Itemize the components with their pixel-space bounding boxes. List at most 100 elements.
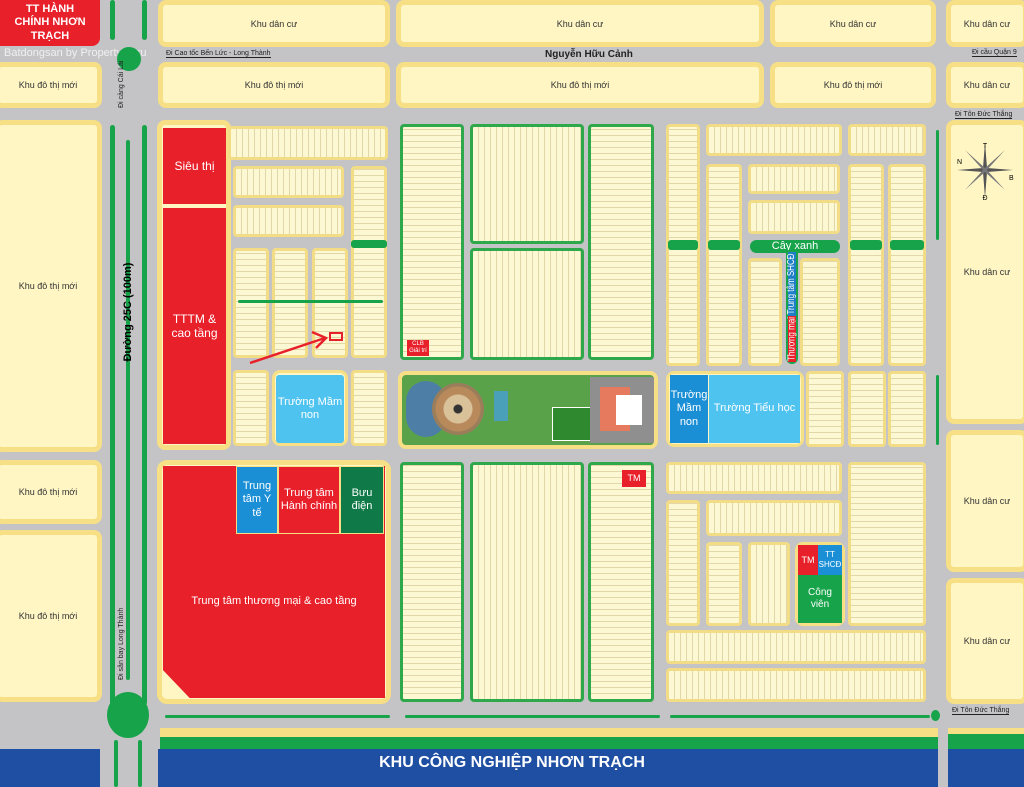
trung-tam-hanh-chinh: Trung tâm Hành chính — [278, 466, 340, 534]
area-khu-do-thi-moi: Khu đô thị mới — [0, 62, 102, 108]
sidewalk — [160, 728, 940, 738]
green-buffer — [160, 737, 940, 749]
residential-block — [666, 668, 926, 702]
road-label-nguyen-huu-canh: Nguyễn Hữu Cảnh — [545, 49, 633, 60]
residential-block — [400, 462, 464, 702]
industrial-zone-label: KHU CÔNG NGHIỆP NHƠN TRẠCH — [379, 754, 645, 771]
green-strip — [936, 375, 939, 445]
thuong-mai-strip: Thương mại — [786, 316, 797, 362]
truong-tieu-hoc: Trường Tiểu học — [709, 375, 800, 443]
residential-block — [888, 164, 926, 366]
residential-block — [848, 371, 886, 447]
residential-block — [848, 462, 926, 626]
road-25c-south — [100, 740, 158, 787]
median-strip — [114, 740, 118, 787]
residential-block — [233, 248, 269, 358]
residential-block — [400, 124, 464, 360]
green-strip — [850, 240, 882, 250]
green-strip — [936, 130, 939, 240]
residential-block — [351, 370, 387, 446]
road-label-cau-quan-9: Đi cầu Quận 9 — [972, 49, 1017, 57]
green-strip — [238, 300, 383, 303]
truong-mam-non-right: Trường Mầm non — [670, 375, 708, 443]
roundabout-small — [931, 710, 940, 721]
green-strip — [670, 715, 930, 718]
tm-center: TM — [622, 470, 646, 487]
area-khu-do-thi-moi: Khu đô thị mới — [0, 120, 102, 452]
area-khu-dan-cu: Khu dân cư — [946, 578, 1024, 704]
tttm-cao-tang: TTTM & cao tầng — [163, 208, 226, 444]
residential-block — [748, 200, 840, 234]
trung-tam-shcd: Trung tâm SHCĐ — [786, 253, 798, 315]
area-khu-dan-cu: Khu dân cư — [770, 0, 936, 47]
compass-east: B — [1009, 175, 1014, 182]
central-park — [398, 371, 658, 449]
residential-block — [233, 370, 269, 446]
area-khu-do-thi-moi: Khu đô thị mới — [0, 530, 102, 702]
tm-right: TM — [798, 545, 818, 575]
residential-block — [666, 500, 700, 626]
residential-block — [748, 258, 782, 366]
cay-xanh: Cây xanh — [750, 240, 840, 253]
green-strip — [405, 715, 660, 718]
tt-shcd: TT SHCĐ — [818, 545, 842, 575]
watermark: Batdongsan by PropertyGuru — [4, 47, 147, 59]
industrial-zone: KHU CÔNG NGHIỆP NHƠN TRẠCH — [0, 749, 1024, 787]
area-khu-do-thi-moi: Khu đô thị mới — [0, 460, 102, 524]
area-khu-dan-cu: Khu dân cư — [946, 62, 1024, 108]
residential-block — [888, 371, 926, 447]
residential-block — [233, 205, 344, 237]
area-khu-dan-cu: Khu dân cư — [158, 0, 390, 47]
trung-tam-y-te: Trung tâm Y tế — [236, 466, 278, 534]
residential-block — [228, 126, 388, 160]
median-strip — [142, 0, 147, 40]
residential-block — [748, 542, 790, 626]
truong-mam-non-left: Trường Mầm non — [276, 375, 344, 443]
area-khu-dan-cu: Khu dân cư — [946, 0, 1024, 47]
area-khu-do-thi-moi: Khu đô thị mới — [770, 62, 936, 108]
residential-block — [748, 164, 840, 194]
median-strip — [110, 125, 115, 705]
road-label-cao-toc: Đi Cao tốc Bến Lức - Long Thành — [166, 50, 271, 58]
trung-tam-shcd-strip: Trung tâm SHCĐ — [786, 252, 798, 316]
sports-field — [552, 407, 592, 441]
median-strip — [138, 740, 142, 787]
roundabout-bottom — [107, 692, 149, 738]
area-khu-do-thi-moi: Khu đô thị mới — [158, 62, 390, 108]
median-strip — [126, 140, 130, 680]
road-label-ton-duc-thang: Đi Tôn Đức Thắng — [955, 111, 1013, 119]
compass-icon: T N B Đ — [957, 142, 1014, 200]
roundabout-top — [117, 47, 141, 71]
road-east-south — [938, 728, 948, 787]
area-khu-dan-cu: Khu dân cư — [946, 430, 1024, 572]
sieu-thi: Siêu thị — [163, 128, 226, 204]
fountain-plaza — [432, 383, 484, 435]
admin-center-label: TT HÀNH CHÍNH NHƠN TRẠCH — [0, 0, 100, 46]
green-strip — [351, 240, 387, 248]
green-strip — [708, 240, 740, 250]
residential-block — [666, 630, 926, 664]
residential-block — [470, 124, 584, 244]
area-khu-do-thi-moi: Khu đô thị mới — [396, 62, 764, 108]
road-label-ton-duc-thang-bottom: Đi Tôn Đức Thắng — [952, 707, 1010, 715]
residential-block — [706, 124, 842, 156]
residential-block — [848, 124, 926, 156]
median-strip — [142, 125, 147, 705]
residential-block — [470, 248, 584, 360]
compass-west: N — [957, 159, 962, 166]
residential-block — [470, 462, 584, 702]
residential-block — [666, 462, 842, 494]
residential-block — [706, 500, 842, 536]
green-strip — [668, 240, 698, 250]
green-strip — [165, 715, 390, 718]
residential-block — [588, 124, 654, 360]
median-strip — [110, 0, 115, 40]
building-courtyard — [616, 395, 642, 425]
residential-block — [233, 166, 344, 198]
compass-north: T — [983, 143, 988, 150]
pool — [494, 391, 508, 421]
residential-block — [706, 542, 742, 626]
residential-block — [806, 371, 844, 447]
